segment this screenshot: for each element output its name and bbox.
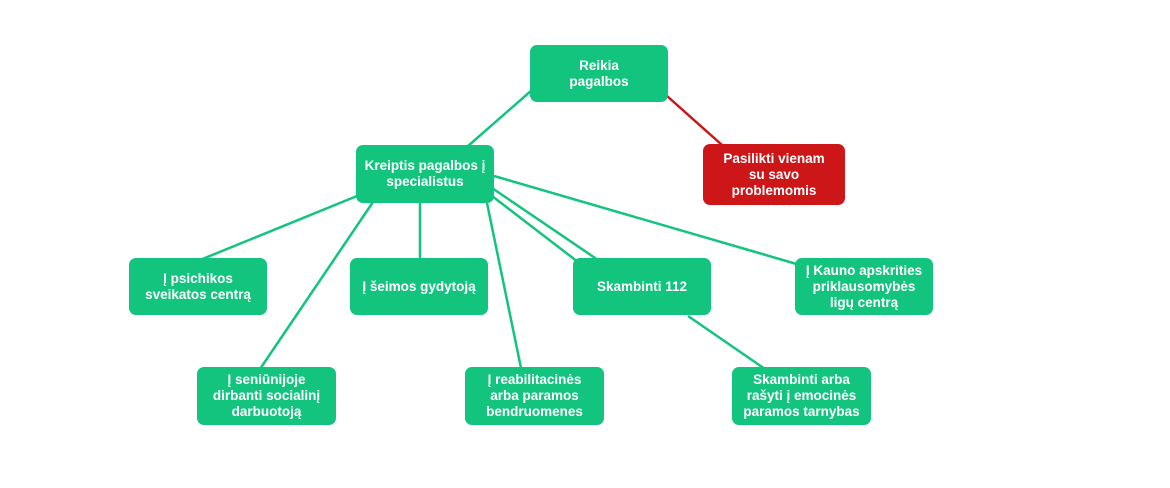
edge-specialist-mental-health: [199, 194, 358, 262]
node-addiction-center[interactable]: Į Kauno apskrities priklausomybės ligų c…: [795, 258, 933, 315]
edge-root-alone: [666, 95, 723, 146]
edge-specialist-social-worker: [258, 201, 375, 370]
node-call-112-label: Skambinti 112: [596, 278, 688, 294]
node-social-worker-label: Į seniūnijoje dirbanti socialinį darbuot…: [212, 372, 321, 419]
node-root-label: Reikia pagalbos: [569, 57, 629, 89]
node-rehab[interactable]: Į reabilitacinės arba paramos bendruomen…: [465, 367, 604, 425]
edge-call-112-emotional-support: [687, 314, 766, 371]
node-rehab-label: Į reabilitacinės arba paramos bendruomen…: [486, 372, 583, 419]
node-family-doctor-label: Į šeimos gydytoją: [362, 278, 476, 294]
node-call-112[interactable]: Skambinti 112: [573, 258, 711, 315]
edge-specialist-call-112-b: [491, 195, 579, 263]
node-mental-health[interactable]: Į psichikos sveikatos centrą: [129, 258, 267, 315]
node-emotional-support-label: Skambinti arba rašyti į emocinės paramos…: [743, 372, 860, 419]
node-family-doctor[interactable]: Į šeimos gydytoją: [350, 258, 488, 315]
node-emotional-support[interactable]: Skambinti arba rašyti į emocinės paramos…: [732, 367, 871, 425]
edge-root-specialist: [467, 89, 533, 147]
node-addiction-center-label: Į Kauno apskrities priklausomybės ligų c…: [805, 262, 923, 310]
node-specialist[interactable]: Kreiptis pagalbos į specialistus: [356, 145, 494, 203]
node-alone[interactable]: Pasilikti vienam su savo problemomis: [703, 144, 845, 205]
edge-specialist-call-112-a: [491, 186, 599, 262]
node-specialist-label: Kreiptis pagalbos į specialistus: [364, 158, 486, 189]
node-mental-health-label: Į psichikos sveikatos centrą: [145, 270, 251, 302]
edge-specialist-rehab: [485, 202, 523, 369]
node-root[interactable]: Reikia pagalbos: [530, 45, 668, 102]
edge-specialist-addiction-center: [493, 174, 801, 267]
node-alone-label: Pasilikti vienam su savo problemomis: [723, 150, 825, 198]
node-social-worker[interactable]: Į seniūnijoje dirbanti socialinį darbuot…: [197, 367, 336, 425]
